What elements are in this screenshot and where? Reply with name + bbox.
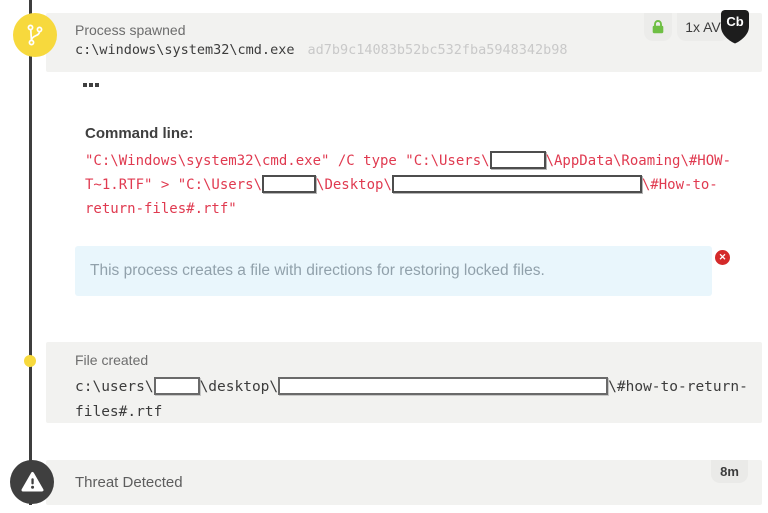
- lock-icon: [652, 20, 664, 34]
- process-path-row: c:\windows\system32\cmd.exe ad7b9c14083b5…: [75, 42, 568, 58]
- process-node: [13, 13, 57, 57]
- cb-badge-label: Cb: [726, 14, 744, 29]
- dismiss-x-icon[interactable]: [715, 250, 730, 265]
- file-created-card[interactable]: File created c:\users\\desktop\\#how-to-…: [46, 342, 762, 423]
- isolation-lock-badge[interactable]: [644, 13, 672, 41]
- process-path: c:\windows\system32\cmd.exe: [75, 42, 295, 58]
- analyst-note: This process creates a file with directi…: [75, 246, 712, 296]
- warning-triangle-icon: [21, 472, 43, 492]
- event-title: Process spawned: [75, 22, 186, 38]
- command-line-label: Command line:: [85, 125, 194, 142]
- command-line-value: "C:\Windows\system32\cmd.exe" /C type "C…: [85, 151, 732, 217]
- redacted-box: [262, 175, 317, 193]
- threat-detected-bar[interactable]: Threat Detected 8m: [46, 460, 762, 505]
- redacted-box: [391, 175, 642, 193]
- event-title: File created: [75, 352, 149, 368]
- threat-time-badge: 8m: [711, 460, 748, 483]
- redacted-box: [153, 377, 200, 395]
- av-hits-badge[interactable]: 1x AV: [677, 13, 729, 41]
- process-spawned-header[interactable]: Process spawned c:\windows\system32\cmd.…: [46, 10, 762, 72]
- threat-time-label: 8m: [720, 464, 739, 479]
- file-path-value: c:\users\\desktop\\#how-to-return-files#…: [75, 377, 748, 420]
- carbon-black-badge[interactable]: Cb: [720, 9, 750, 46]
- av-badge-label: 1x AV: [685, 19, 721, 35]
- threat-node: [10, 460, 54, 504]
- threat-title: Threat Detected: [75, 474, 183, 491]
- process-branch-icon: [27, 24, 43, 46]
- shield-icon: [721, 10, 749, 44]
- redacted-box: [278, 377, 609, 395]
- timeline-line: [29, 0, 32, 505]
- more-options-icon[interactable]: [83, 83, 101, 87]
- redacted-box: [489, 151, 546, 169]
- file-event-node: [24, 355, 36, 367]
- analyst-note-text: This process creates a file with directi…: [90, 262, 545, 279]
- process-hash: ad7b9c14083b52bc532fba5948342b98: [307, 42, 568, 58]
